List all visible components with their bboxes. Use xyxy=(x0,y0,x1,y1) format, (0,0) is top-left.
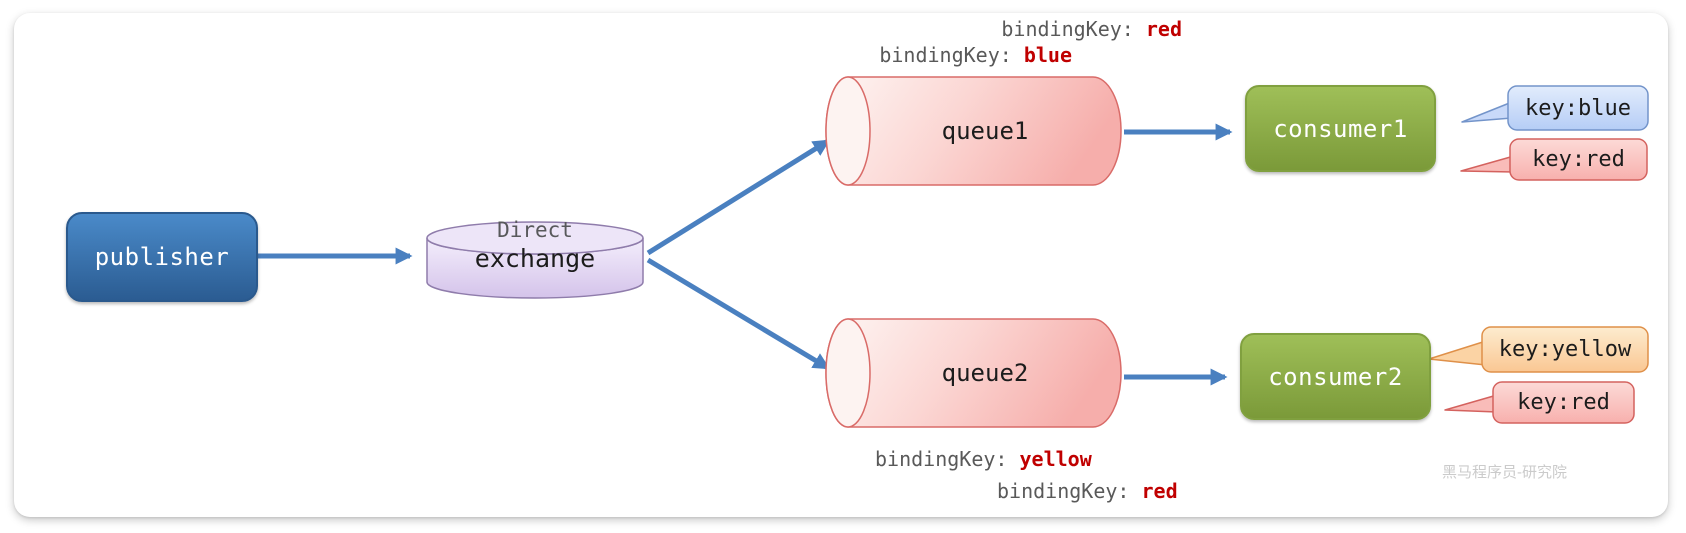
binding-label: bindingKey: xyxy=(879,43,1024,67)
queue2-label: queue2 xyxy=(941,359,1029,387)
binding-annotation-queue1-red: bindingKey: red xyxy=(880,17,1182,41)
binding-value: red xyxy=(1145,17,1182,41)
exchange-cylinder xyxy=(426,221,644,299)
publisher-label: publisher xyxy=(94,243,230,271)
bubble-key-blue-text: key:blue xyxy=(1525,95,1631,121)
exchange-label: exchange xyxy=(474,244,596,273)
binding-label: bindingKey: xyxy=(1001,17,1146,41)
binding-annotation-queue1-blue: bindingKey: blue xyxy=(770,43,1072,67)
consumer1-label: consumer1 xyxy=(1273,114,1408,143)
queue2-cylinder xyxy=(825,318,1122,428)
publisher-node: publisher xyxy=(66,212,258,302)
binding-label: bindingKey: xyxy=(875,447,1020,471)
bubble-key-red-2-text: key:red xyxy=(1517,390,1610,415)
exchange-kind-label: Direct xyxy=(497,218,573,242)
binding-annotation-queue2-yellow: bindingKey: yellow xyxy=(875,447,1092,471)
queue1-cylinder xyxy=(825,76,1122,186)
watermark-text: 黑马程序员-研究院 xyxy=(1442,464,1567,481)
bubble-key-blue xyxy=(1461,85,1649,131)
binding-annotation-queue2-red: bindingKey: red xyxy=(997,479,1178,503)
queue1-label: queue1 xyxy=(941,117,1029,145)
consumer2-label: consumer2 xyxy=(1268,362,1403,391)
bubble-key-yellow xyxy=(1428,326,1649,373)
consumer1-node: consumer1 xyxy=(1245,85,1436,172)
arrow-exchange-to-queue1 xyxy=(646,138,831,256)
binding-label: bindingKey: xyxy=(997,479,1142,503)
arrow-exchange-to-queue2 xyxy=(646,257,831,371)
bubble-key-yellow-text: key:yellow xyxy=(1498,337,1632,362)
bubble-key-red-1-text: key:red xyxy=(1532,147,1625,172)
bubble-key-red-2 xyxy=(1444,381,1635,424)
binding-value: red xyxy=(1141,479,1178,503)
consumer2-node: consumer2 xyxy=(1240,333,1431,420)
bubble-key-red-1 xyxy=(1460,138,1648,181)
binding-value: blue xyxy=(1023,43,1072,67)
binding-value: yellow xyxy=(1019,447,1092,471)
